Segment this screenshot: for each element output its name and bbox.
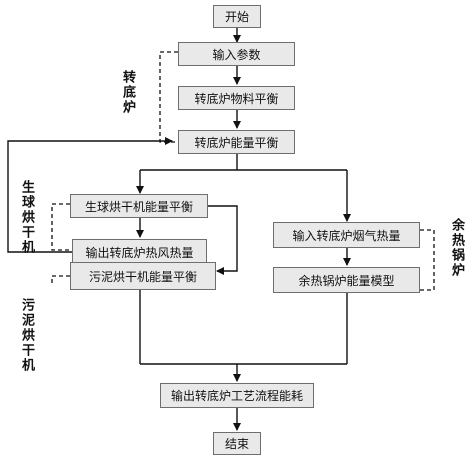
rotary-hearth-label: 转底炉 xyxy=(120,70,135,115)
waste-heat-boiler-bracket xyxy=(420,229,435,291)
sludge-dryer-label: 污泥烘干机 xyxy=(19,298,34,373)
flue-gas-input-node: 输入转底炉烟气热量 xyxy=(273,222,420,248)
waste-heat-model-node: 余热锅炉能量模型 xyxy=(273,267,420,293)
green-dryer-label: 生球烘干机 xyxy=(19,180,34,255)
green-dryer-balance-node: 生球烘干机能量平衡 xyxy=(70,194,208,218)
sludge-dryer-balance-box: 污泥烘干机能量平衡 xyxy=(70,262,216,290)
feedback-loop-arrow xyxy=(7,137,173,253)
waste-heat-boiler-label: 余热锅炉 xyxy=(449,218,464,278)
rotary-hearth-bracket xyxy=(159,51,178,143)
material-balance-node: 转底炉物料平衡 xyxy=(178,86,295,110)
process-energy-output-node: 输出转底炉工艺流程能耗 xyxy=(160,383,314,408)
sludge-dryer-bracket xyxy=(51,275,70,286)
energy-balance-node: 转底炉能量平衡 xyxy=(178,130,295,154)
end-node: 结束 xyxy=(213,432,261,455)
arrow-green-to-sludge xyxy=(208,205,238,275)
start-node: 开始 xyxy=(213,5,261,28)
input-params-node: 输入参数 xyxy=(178,42,295,66)
green-dryer-bracket xyxy=(51,203,70,251)
